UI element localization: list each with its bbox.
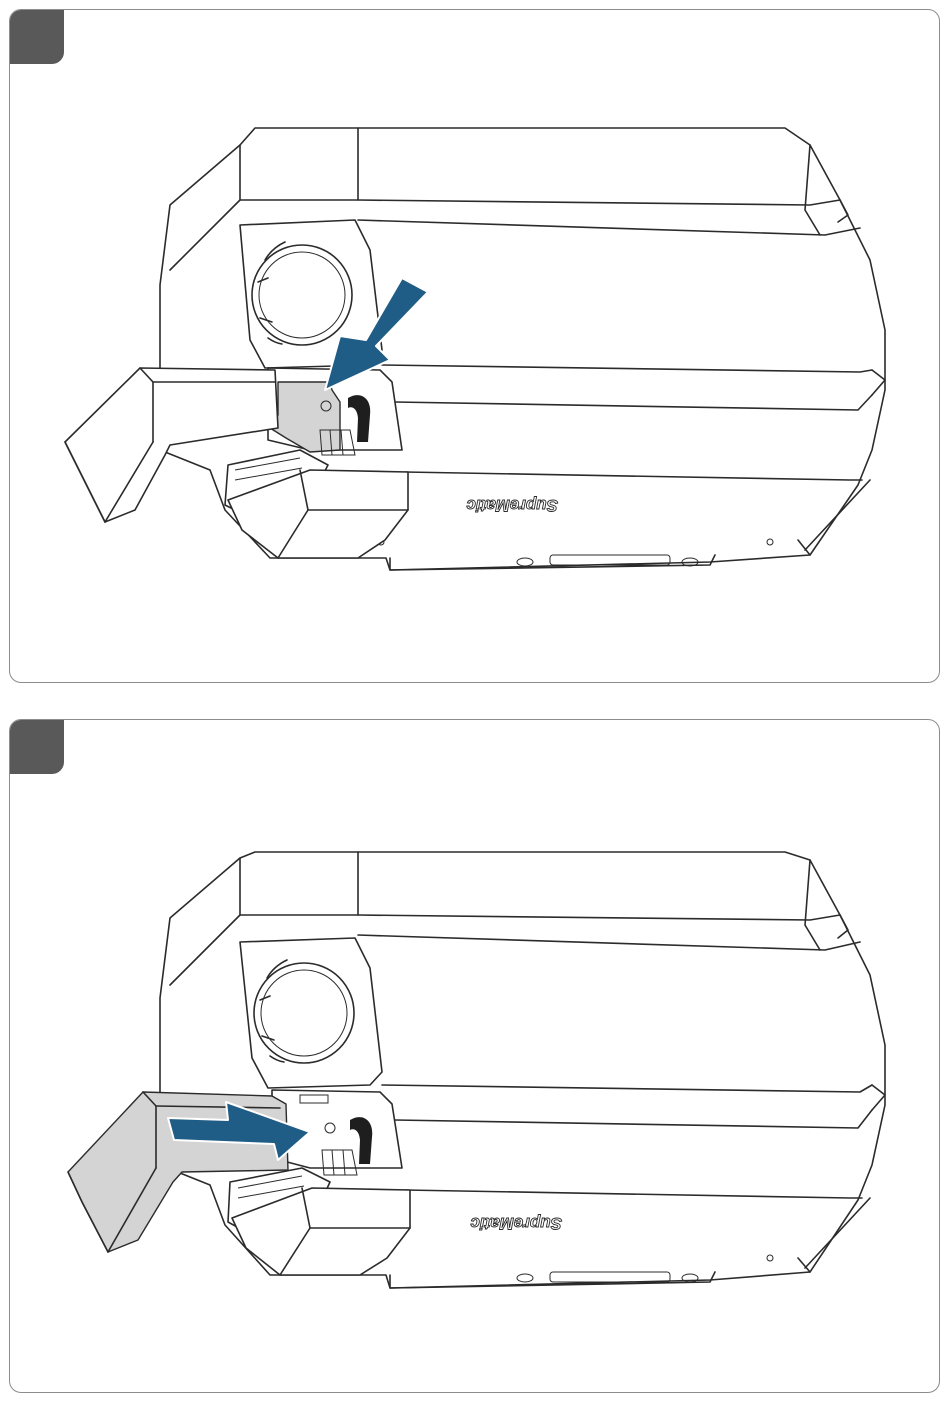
appliance-illustration: SupreMatic — [10, 720, 941, 1394]
brand-logo-text: SupreMatic — [470, 1214, 562, 1233]
dial-knob — [252, 245, 352, 345]
appliance-illustration: SupreMatic — [10, 10, 941, 684]
step-panel-2: SupreMatic — [9, 719, 940, 1393]
dial-knob — [254, 963, 354, 1063]
step-panel-1: SupreMatic — [9, 9, 940, 683]
brand-logo-text: SupreMatic — [466, 496, 558, 515]
